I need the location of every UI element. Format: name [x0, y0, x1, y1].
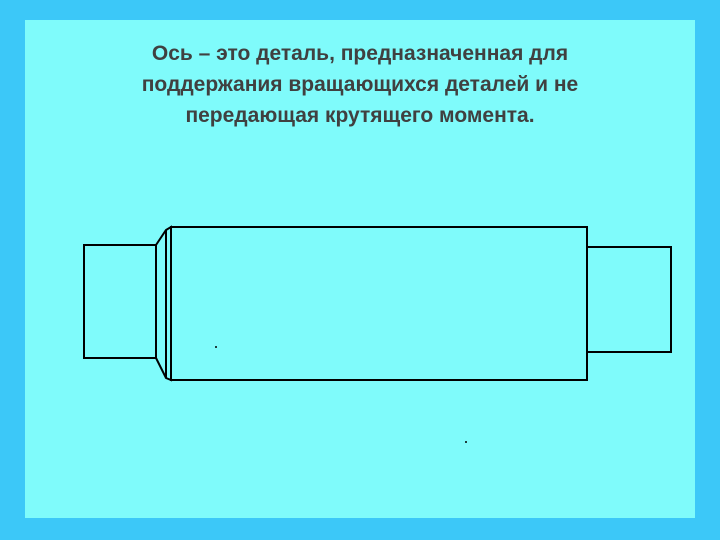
- definition-line-3: передающая крутящего момента.: [185, 104, 535, 127]
- axle-left-journal: [83, 244, 157, 359]
- axle-drawing: [83, 225, 672, 443]
- definition-line-1: Ось – это деталь, предназначенная для: [151, 42, 569, 65]
- slide: Ось – это деталь, предназначенная для по…: [25, 20, 695, 518]
- axle-right-journal: [586, 246, 672, 353]
- speck: [215, 346, 217, 348]
- axle-taper: [155, 225, 172, 382]
- speck: [465, 441, 467, 443]
- definition-line-2: поддержания вращающихся деталей и не: [141, 73, 579, 96]
- definition-text: Ось – это деталь, предназначенная для по…: [25, 38, 695, 131]
- axle-main-body: [170, 226, 588, 381]
